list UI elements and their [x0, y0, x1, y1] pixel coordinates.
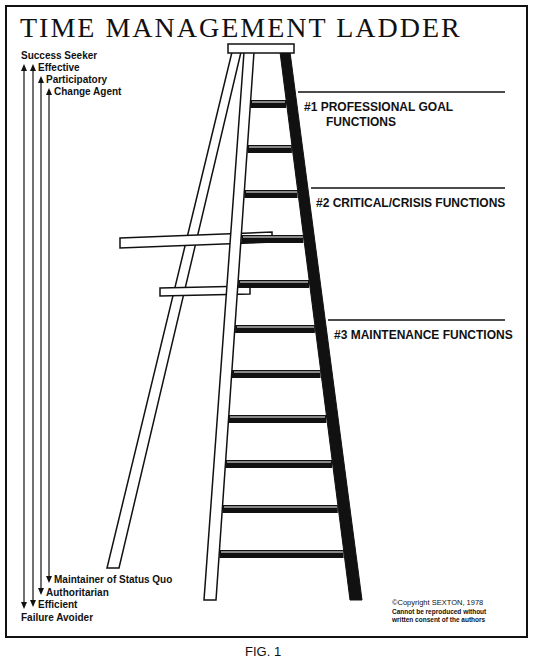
level-label: #2 CRITICAL/CRISIS FUNCTIONS	[316, 196, 518, 211]
scale-line	[23, 66, 24, 607]
step	[244, 190, 297, 198]
copyright-note: Cannot be reproduced without written con…	[392, 608, 492, 624]
arrowhead	[46, 88, 52, 95]
arrowhead	[21, 602, 27, 609]
scale-label: Maintainer of Status Quo	[53, 574, 173, 586]
arrowhead	[46, 576, 52, 583]
highlight	[249, 147, 291, 148]
scale-arrowheads	[21, 64, 52, 609]
arrowhead	[21, 64, 27, 71]
scale-lines	[24, 66, 49, 607]
scale-label: Change Agent	[53, 86, 122, 98]
scale-line	[40, 78, 41, 593]
title: TIME MANAGEMENT LADDER	[20, 14, 462, 42]
level-line	[311, 187, 505, 189]
highlight	[230, 417, 325, 418]
step	[251, 100, 286, 108]
scale-label: Authoritarian	[45, 587, 110, 599]
highlight	[240, 282, 308, 283]
level-line	[298, 91, 505, 93]
step	[220, 550, 344, 558]
scale-label: Efficient	[37, 599, 78, 611]
step	[229, 415, 327, 423]
step	[226, 460, 332, 468]
scale-line	[48, 90, 49, 581]
highlight	[246, 192, 297, 193]
level-label: #1 PROFESSIONAL GOAL FUNCTIONS	[304, 100, 516, 130]
highlight	[227, 462, 331, 463]
arrowhead	[30, 600, 36, 607]
highlight	[237, 327, 314, 328]
scale-label: Participatory	[45, 74, 108, 86]
top-cap	[228, 44, 294, 53]
arrowhead	[38, 76, 44, 83]
step	[238, 280, 309, 288]
highlight	[234, 372, 320, 373]
scale-label: Effective	[37, 62, 81, 74]
step	[241, 235, 303, 243]
copyright-note: ©Copyright SEXTON, 1978	[392, 598, 483, 607]
highlight	[243, 237, 303, 238]
scale-label: Failure Avoider	[20, 612, 94, 624]
step	[223, 505, 338, 513]
highlight	[252, 102, 285, 103]
step	[232, 370, 321, 378]
arrowhead	[38, 588, 44, 595]
scale-line	[32, 66, 33, 605]
frame	[6, 6, 527, 637]
highlight	[224, 507, 337, 508]
step	[235, 325, 315, 333]
level-line	[328, 319, 505, 321]
level-label: #3 MAINTENANCE FUNCTIONS	[334, 328, 516, 343]
highlight	[221, 552, 343, 553]
arrowhead	[30, 64, 36, 71]
step	[248, 145, 292, 153]
caption: FIG. 1	[245, 645, 281, 658]
scale-label: Success Seeker	[20, 50, 98, 62]
right-rail	[280, 52, 362, 600]
